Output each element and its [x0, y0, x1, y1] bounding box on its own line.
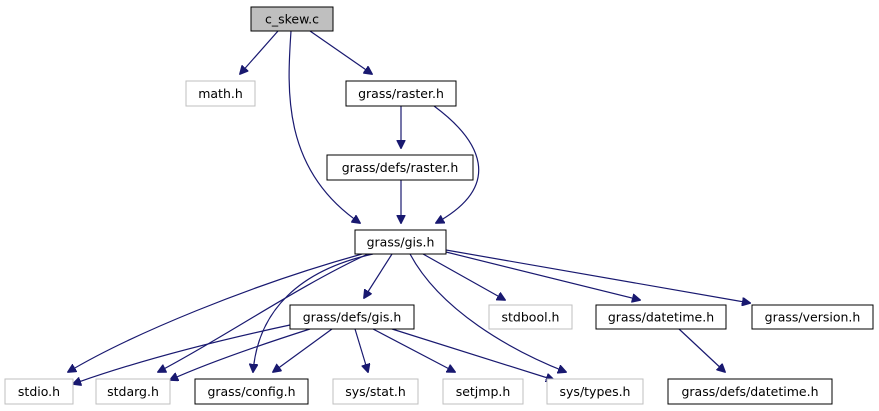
node-box [332, 378, 419, 405]
edge-defs_gis-to-sys_types [391, 328, 554, 380]
node-label: c_skew.c [265, 12, 319, 27]
node-version[interactable]: grass/version.h [751, 304, 874, 330]
node-stdarg: stdarg.h [95, 378, 171, 405]
node-label: sys/stat.h [345, 384, 406, 399]
edge-c_skew-to-raster [309, 30, 372, 74]
node-label: grass/defs/raster.h [342, 160, 459, 175]
node-label: grass/defs/gis.h [303, 310, 402, 325]
node-defs-raster[interactable]: grass/defs/raster.h [326, 154, 474, 181]
edge-defs_gis-to-stdio [73, 324, 291, 384]
node-box [326, 154, 474, 181]
edge-c_skew-to-math [240, 30, 279, 74]
node-box [185, 80, 256, 107]
node-raster[interactable]: grass/raster.h [345, 80, 457, 107]
node-c-skew: c_skew.c [250, 6, 334, 32]
edge-gis-to-sys_types [409, 253, 566, 372]
edge-c_skew-to-gis [288, 30, 360, 223]
nodes-layer: c_skew.c math.h grass/raster.h grass/defs/r… [4, 6, 874, 405]
node-box [194, 378, 309, 405]
edge-defs_gis-to-sys_stat [354, 328, 368, 372]
edge-gis-to-stdio [68, 253, 363, 372]
edge-gis-to-stdarg [158, 253, 369, 372]
edge-defs_gis-to-config [273, 328, 333, 372]
node-sys-types: sys/types.h [546, 378, 644, 405]
edge-gis-to-stdbool [422, 253, 505, 300]
node-label: stdio.h [18, 384, 60, 399]
node-box [4, 378, 74, 405]
node-label: grass/version.h [765, 310, 861, 325]
node-defs-datetime[interactable]: grass/defs/datetime.h [667, 378, 833, 405]
node-defs-gis[interactable]: grass/defs/gis.h [289, 304, 415, 330]
node-label: math.h [198, 86, 243, 101]
node-datetime[interactable]: grass/datetime.h [595, 304, 727, 330]
node-box [442, 378, 524, 405]
edge-defs_gis-to-setjmp [372, 328, 455, 372]
node-setjmp: setjmp.h [442, 378, 524, 405]
edge-datetime-to-defs_datetime [678, 328, 725, 372]
node-label: grass/defs/datetime.h [681, 384, 818, 399]
edge-gis-to-version [445, 249, 750, 303]
node-label: stdarg.h [107, 384, 159, 399]
edge-gis-to-defs_gis [364, 253, 393, 298]
node-stdio: stdio.h [4, 378, 74, 405]
node-box [95, 378, 171, 405]
node-box [546, 378, 644, 405]
node-label: stdbool.h [502, 310, 560, 325]
edge-gis-to-datetime [445, 251, 640, 300]
node-sys-stat: sys/stat.h [332, 378, 419, 405]
node-box [250, 6, 334, 32]
node-gis[interactable]: grass/gis.h [354, 229, 447, 255]
node-box [488, 304, 573, 330]
node-label: grass/config.h [207, 384, 295, 399]
edges-layer [68, 30, 750, 384]
node-box [667, 378, 833, 405]
node-label: grass/gis.h [367, 235, 435, 250]
node-label: setjmp.h [456, 384, 511, 399]
node-math: math.h [185, 80, 256, 107]
node-stdbool: stdbool.h [488, 304, 573, 330]
node-box [345, 80, 457, 107]
node-box [595, 304, 727, 330]
node-label: grass/datetime.h [608, 310, 714, 325]
node-box [751, 304, 874, 330]
node-box [289, 304, 415, 330]
edge-raster-to-gis [433, 105, 480, 223]
node-label: sys/types.h [560, 384, 631, 399]
node-label: grass/raster.h [358, 86, 444, 101]
node-box [354, 229, 447, 255]
node-config[interactable]: grass/config.h [194, 378, 309, 405]
edge-gis-to-config [253, 253, 374, 372]
edge-defs_gis-to-stdarg [170, 328, 311, 380]
